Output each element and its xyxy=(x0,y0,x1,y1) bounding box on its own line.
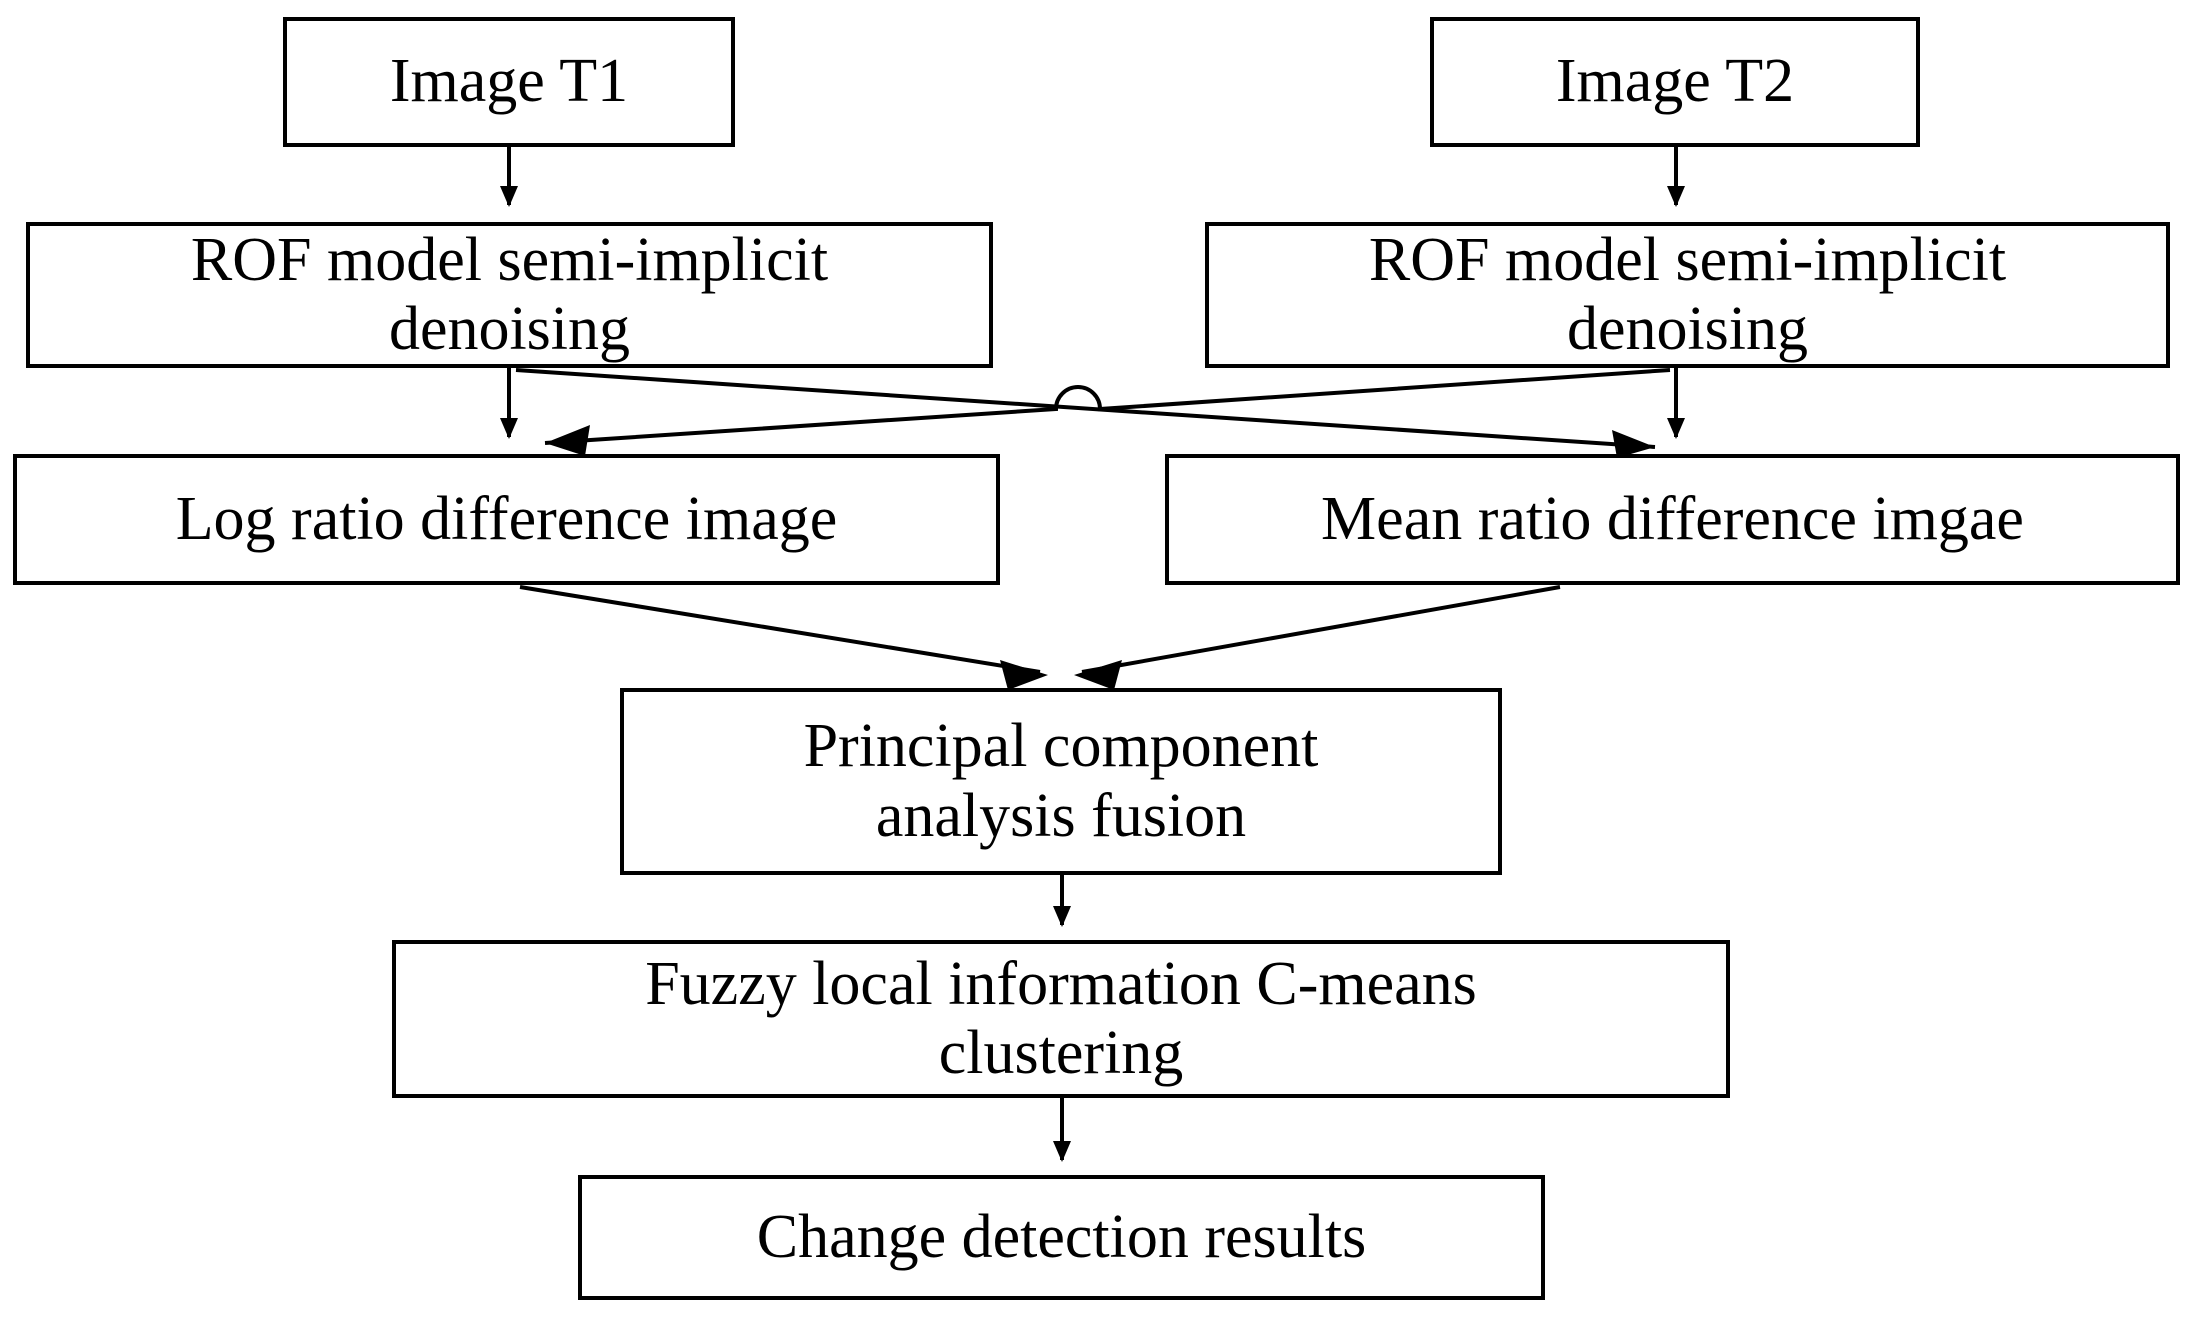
node-rof-denoising-left-label: ROF model semi-implicit denoising xyxy=(190,225,829,363)
node-rof-denoising-left[interactable]: ROF model semi-implicit denoising xyxy=(26,222,993,368)
node-fuzzy-local-information-c-means-clustering-label: Fuzzy local information C-means clusteri… xyxy=(645,949,1477,1087)
node-log-ratio-difference-image-label: Log ratio difference image xyxy=(175,484,838,553)
edge-log-ratio-to-pca-fusion xyxy=(519,585,1048,690)
node-mean-ratio-difference-image-label: Mean ratio difference imgae xyxy=(1321,484,2024,553)
edge-rof-right-to-log-ratio xyxy=(544,368,1671,456)
node-rof-denoising-right-label: ROF model semi-implicit denoising xyxy=(1368,225,2007,363)
node-image-t1[interactable]: Image T1 xyxy=(283,17,735,147)
edge-mean-ratio-to-pca-fusion xyxy=(1074,585,1561,690)
node-change-detection-results[interactable]: Change detection results xyxy=(578,1175,1545,1300)
edge-rof-left-to-mean-ratio xyxy=(515,368,1656,458)
node-image-t2-label: Image T2 xyxy=(1555,47,1795,116)
node-mean-ratio-difference-image[interactable]: Mean ratio difference imgae xyxy=(1165,454,2180,585)
node-principal-component-analysis-fusion-label: Principal component analysis fusion xyxy=(803,712,1319,850)
node-log-ratio-difference-image[interactable]: Log ratio difference image xyxy=(13,454,1000,585)
node-fuzzy-local-information-c-means-clustering[interactable]: Fuzzy local information C-means clusteri… xyxy=(392,940,1730,1098)
node-image-t1-label: Image T1 xyxy=(389,47,629,116)
node-change-detection-results-label: Change detection results xyxy=(756,1202,1367,1271)
node-rof-denoising-right[interactable]: ROF model semi-implicit denoising xyxy=(1205,222,2170,368)
node-image-t2[interactable]: Image T2 xyxy=(1430,17,1920,147)
node-principal-component-analysis-fusion[interactable]: Principal component analysis fusion xyxy=(620,688,1502,875)
